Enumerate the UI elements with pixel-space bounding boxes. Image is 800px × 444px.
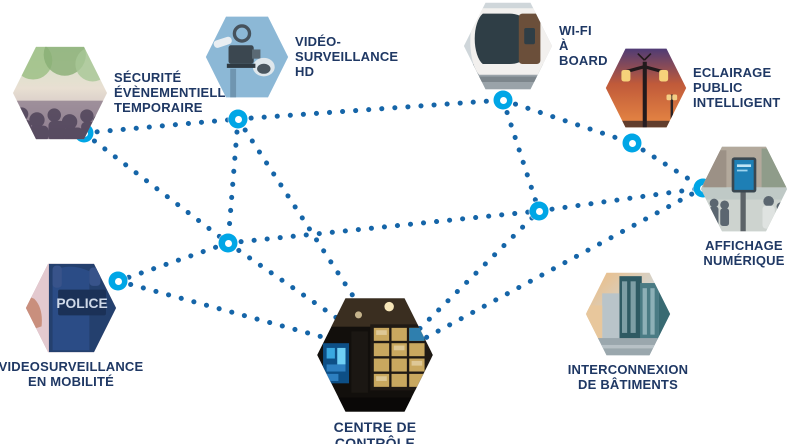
node-label-centre-de-controle: CENTRE DE CONTRÔLE DE LA SMARTCITY: [333, 419, 417, 444]
hub-eclairage-icon[interactable]: [622, 133, 642, 153]
link-hub-center-right-to-hub-affichage: [536, 185, 706, 214]
streetlamp-sunset-photo: [605, 48, 687, 128]
link-hub-wifi-to-hub-eclairage: [500, 97, 635, 146]
node-videosurveillance-mobilite[interactable]: POLICE VIDEOSURVEILLANCE EN MOBILITÉ: [0, 262, 143, 389]
node-label-eclairage-public-intelligent: ECLAIRAGE PUBLIC INTELLIGENT: [693, 64, 781, 110]
node-securite-evenementielle[interactable]: SÉCURITÉ ÉVÈNEMENTIELLE TEMPORAIRE: [12, 45, 234, 141]
node-label-videosurveillance-mobilite: VIDEOSURVEILLANCE EN MOBILITÉ: [0, 359, 144, 389]
link-hub-securite-to-hub-videosurveillance-hd: [81, 116, 241, 136]
police-vest-photo: POLICE: [25, 263, 117, 353]
svg-text:POLICE: POLICE: [56, 296, 107, 311]
hub-center-left-icon[interactable]: [218, 233, 238, 253]
link-hub-controle-to-hub-center-right: [389, 208, 542, 359]
digital-kiosk-photo: [700, 146, 788, 232]
node-eclairage-public-intelligent[interactable]: ECLAIRAGE PUBLIC INTELLIGENT: [605, 47, 780, 129]
node-affichage-numerique[interactable]: AFFICHAGE NUMÉRIQUE: [700, 145, 788, 268]
node-label-affichage-numerique: AFFICHAGE NUMÉRIQUE: [703, 238, 785, 268]
crowd-event-photo: [12, 46, 108, 140]
control-room-photo: [317, 298, 433, 412]
link-hub-center-left-to-hub-mobilite: [115, 240, 231, 284]
node-interconnexion-batiments[interactable]: INTERCONNEXION DE BÂTIMENTS: [568, 271, 688, 392]
node-wifi-a-board[interactable]: WI-FI À BOARD: [463, 1, 607, 91]
hub-center-right-icon[interactable]: [529, 201, 549, 221]
node-label-videosurveillance-hd: VIDÉO- SURVEILLANCE HD: [295, 33, 399, 79]
office-buildings-photo: [585, 272, 671, 356]
node-label-securite-evenementielle: SÉCURITÉ ÉVÈNEMENTIELLE TEMPORAIRE: [114, 69, 235, 115]
hub-mobilite-icon[interactable]: [108, 271, 128, 291]
node-label-interconnexion-batiments: INTERCONNEXION DE BÂTIMENTS: [567, 362, 689, 392]
link-hub-videosurveillance-hd-to-hub-wifi: [235, 97, 506, 122]
node-label-wifi-a-board: WI-FI À BOARD: [559, 22, 608, 68]
link-hub-securite-to-hub-center-left: [81, 130, 231, 246]
tram-photo: [463, 2, 553, 90]
node-videosurveillance-hd[interactable]: VIDÉO- SURVEILLANCE HD: [205, 15, 398, 99]
hub-wifi-icon[interactable]: [493, 90, 513, 110]
node-centre-de-controle[interactable]: CENTRE DE CONTRÔLE DE LA SMARTCITY: [316, 296, 434, 444]
cctv-camera-photo: [205, 16, 289, 98]
hub-videosurveillance-hd-icon[interactable]: [228, 109, 248, 129]
link-hub-wifi-to-hub-center-right: [500, 97, 542, 214]
link-hub-videosurveillance-hd-to-hub-center-left: [225, 116, 241, 246]
link-hub-center-left-to-hub-center-right: [225, 208, 542, 246]
link-hub-eclairage-to-hub-affichage: [629, 140, 706, 191]
